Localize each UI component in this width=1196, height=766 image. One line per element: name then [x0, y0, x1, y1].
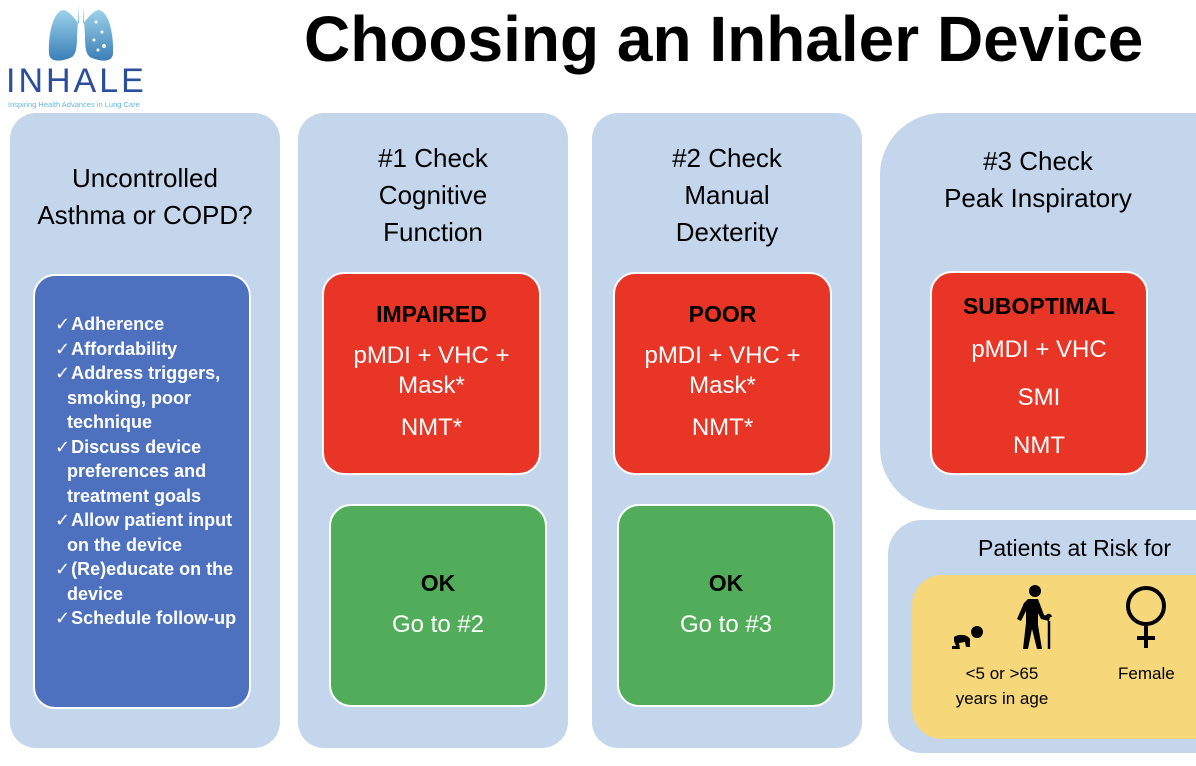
- checklist-item: Address triggers, smoking, poor techniqu…: [45, 361, 243, 435]
- box-line: Mask*: [398, 372, 465, 399]
- elderly-with-cane-icon: [1017, 585, 1053, 649]
- box-heading: POOR: [688, 301, 757, 327]
- panel-title: Patients at Risk for: [978, 535, 1172, 561]
- box-line: Mask*: [689, 372, 756, 399]
- suboptimal-box: SUBOPTIMAL pMDI + VHC SMI NMT: [930, 271, 1148, 475]
- page-title: Choosing an Inhaler Device: [304, 3, 1144, 75]
- panel-title: Uncontrolled Asthma or COPD?: [10, 160, 280, 234]
- logo: INHALE Inspiring Health Advances in Lung…: [6, 2, 151, 109]
- female-label: Female: [1118, 664, 1175, 683]
- title-line: Function: [383, 217, 483, 247]
- title-line: Manual: [684, 180, 770, 210]
- box-heading: OK: [420, 570, 456, 596]
- label-line: <5 or >65: [965, 664, 1039, 683]
- checklist-item: Schedule follow-up: [45, 606, 243, 631]
- title-line: #3 Check: [983, 146, 1093, 176]
- title-line: Asthma or COPD?: [37, 200, 253, 230]
- female-symbol-icon: [1126, 586, 1166, 648]
- box-line: NMT*: [400, 414, 463, 441]
- panel-title: #1 Check Cognitive Function: [298, 140, 568, 251]
- panel-title: #2 Check Manual Dexterity: [592, 140, 862, 251]
- box-heading: OK: [708, 570, 744, 596]
- title-line: #1 Check: [378, 143, 488, 173]
- title-line: Uncontrolled: [72, 163, 218, 193]
- box-heading: SUBOPTIMAL: [962, 293, 1116, 319]
- box-line: NMT: [1013, 432, 1065, 459]
- pmdi-text: pMDI: [644, 342, 702, 369]
- box-line: pMDI + VHC: [932, 335, 1146, 365]
- pmdi-text: pMDI: [971, 336, 1029, 363]
- label-line: years in age: [955, 689, 1049, 708]
- box-heading: IMPAIRED: [376, 301, 487, 327]
- checklist-box: Adherence Affordability Address triggers…: [33, 274, 251, 709]
- text: + VHC: [1028, 336, 1107, 363]
- poor-box: POOR pMDI + VHC + Mask* NMT*: [613, 272, 832, 475]
- impaired-box: IMPAIRED pMDI + VHC + Mask* NMT*: [322, 272, 541, 475]
- box-line: SMI: [1017, 384, 1061, 411]
- checklist-item: Discuss device preferences and treatment…: [45, 435, 243, 509]
- title-line: Dexterity: [675, 217, 779, 247]
- box-line: NMT*: [691, 414, 754, 441]
- title-line: Cognitive: [378, 180, 488, 210]
- text: + VHC +: [701, 342, 801, 369]
- risk-box: <5 or >65 years in age Female: [912, 575, 1196, 739]
- pmdi-text: pMDI: [353, 342, 411, 369]
- title-line: #2 Check: [672, 143, 782, 173]
- box-line: pMDI + VHC +: [615, 341, 830, 371]
- panel-title: #3 Check Peak Inspiratory: [880, 143, 1196, 217]
- logo-name: INHALE: [6, 62, 147, 100]
- crawling-baby-icon: [952, 626, 983, 649]
- lungs-icon: [48, 4, 114, 61]
- ok-box: OK Go to #3: [617, 504, 835, 707]
- ok-box: OK Go to #2: [329, 504, 547, 707]
- text: + VHC +: [410, 342, 510, 369]
- checklist-item: Allow patient input on the device: [45, 508, 243, 557]
- title-line: Peak Inspiratory: [944, 183, 1132, 213]
- checklist-item: (Re)educate on the device: [45, 557, 243, 606]
- box-line: Go to #3: [679, 611, 773, 638]
- checklist-item: Adherence: [45, 312, 243, 337]
- checklist-item: Affordability: [45, 337, 243, 362]
- box-line: Go to #2: [391, 611, 485, 638]
- age-label: <5 or >65 years in age: [932, 661, 1072, 711]
- box-line: pMDI + VHC +: [324, 341, 539, 371]
- logo-tagline: Inspiring Health Advances in Lung Care: [8, 100, 140, 109]
